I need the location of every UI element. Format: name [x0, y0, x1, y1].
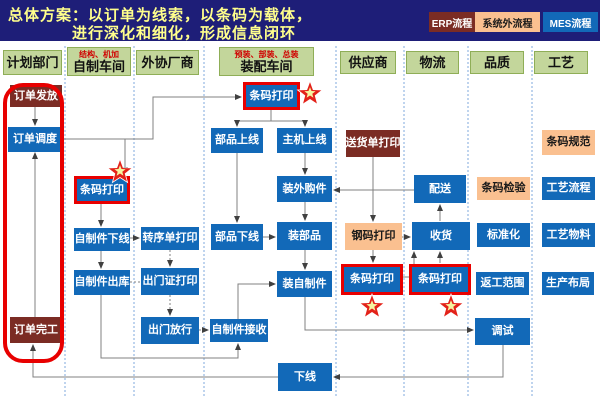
node-barcode-print-workshop: 条码打印	[74, 176, 130, 204]
column-header-3: 预装、部装、总装装配车间	[219, 47, 314, 76]
column-header-2: 外协厂商	[136, 50, 199, 75]
column-header-4: 供应商	[340, 51, 396, 74]
flow-arrow	[271, 120, 308, 127]
flow-arrow	[30, 344, 278, 378]
node-self-made-receive: 自制件接收	[210, 319, 268, 342]
node-standardization: 标准化	[477, 223, 530, 247]
slide-title-line2: 进行深化和细化，形成信息闭环	[72, 25, 297, 42]
node-rework-scope: 返工范围	[476, 272, 529, 295]
column-header-1: 结构、机加自制车间	[67, 47, 131, 76]
column-header-label: 品质	[483, 55, 510, 70]
star-assembly-barcode-icon	[296, 80, 324, 106]
node-main-unit-online: 主机上线	[277, 128, 332, 153]
node-parts-offline: 部品下线	[211, 224, 263, 250]
slide-title-line1: 总体方案：以订单为线索，以条码为载体，	[8, 7, 313, 24]
node-distribution: 配送	[414, 175, 466, 203]
node-production-layout: 生产布局	[542, 272, 594, 295]
column-header-7: 工艺	[534, 51, 588, 74]
flow-arrow	[234, 110, 272, 127]
node-barcode-print-logistics: 条码打印	[409, 264, 471, 295]
node-barcode-inspection: 条码检验	[477, 177, 530, 200]
column-header-label: 自制车间	[72, 58, 125, 74]
node-gate-pass-print: 出门证打印	[141, 268, 199, 295]
node-delivery-note-print: 送货单打印	[346, 130, 401, 157]
star-logistics-barcode-icon	[437, 293, 465, 319]
legend-item-2: MES流程	[543, 12, 598, 32]
node-assemble-parts: 装部品	[277, 222, 332, 250]
planning-column-highlight-frame	[3, 83, 64, 363]
node-self-made-outbound: 自制件出库	[74, 270, 130, 295]
node-parts-online: 部品上线	[211, 128, 263, 153]
column-header-label: 物流	[419, 55, 446, 70]
node-process-material: 工艺物料	[542, 223, 595, 247]
legend-item-1: 系统外流程	[475, 12, 540, 32]
flow-arrow	[237, 281, 276, 319]
node-barcode-standard: 条码规范	[542, 130, 595, 155]
node-barcode-print-supplier: 条码打印	[341, 264, 403, 295]
node-offline: 下线	[278, 363, 332, 391]
node-self-made-offline: 自制件下线	[74, 228, 130, 251]
node-install-purchased-parts: 装外购件	[277, 176, 332, 202]
column-header-subtitle: 结构、机加	[79, 49, 119, 59]
node-assemble-self-made: 装自制件	[277, 271, 332, 297]
column-header-label: 计划部门	[6, 55, 59, 70]
column-header-subtitle: 预装、部装、总装	[234, 49, 299, 59]
legend-item-0: ERP流程	[429, 12, 475, 32]
flow-arrow	[333, 345, 504, 380]
node-transfer-order-print: 转序单打印	[141, 227, 199, 250]
node-order-dispatch: 订单调度	[8, 127, 62, 152]
node-steel-code-print: 钢码打印	[345, 223, 402, 250]
node-order-completion: 订单完工	[10, 317, 62, 343]
node-barcode-print-assembly: 条码打印	[243, 82, 300, 110]
node-gate-release: 出门放行	[141, 317, 199, 344]
column-header-0: 计划部门	[3, 50, 62, 75]
node-receiving: 收货	[412, 222, 470, 250]
column-header-label: 工艺	[547, 55, 574, 70]
column-header-label: 供应商	[348, 55, 388, 70]
column-header-5: 物流	[406, 51, 459, 74]
node-process-flow: 工艺流程	[542, 177, 595, 200]
column-header-label: 外协厂商	[141, 55, 194, 70]
column-header-label: 装配车间	[240, 58, 293, 74]
column-header-6: 品质	[470, 51, 524, 74]
flow-arrow	[304, 297, 474, 333]
star-supplier-barcode-icon	[358, 293, 386, 319]
node-debugging: 调试	[475, 318, 530, 345]
